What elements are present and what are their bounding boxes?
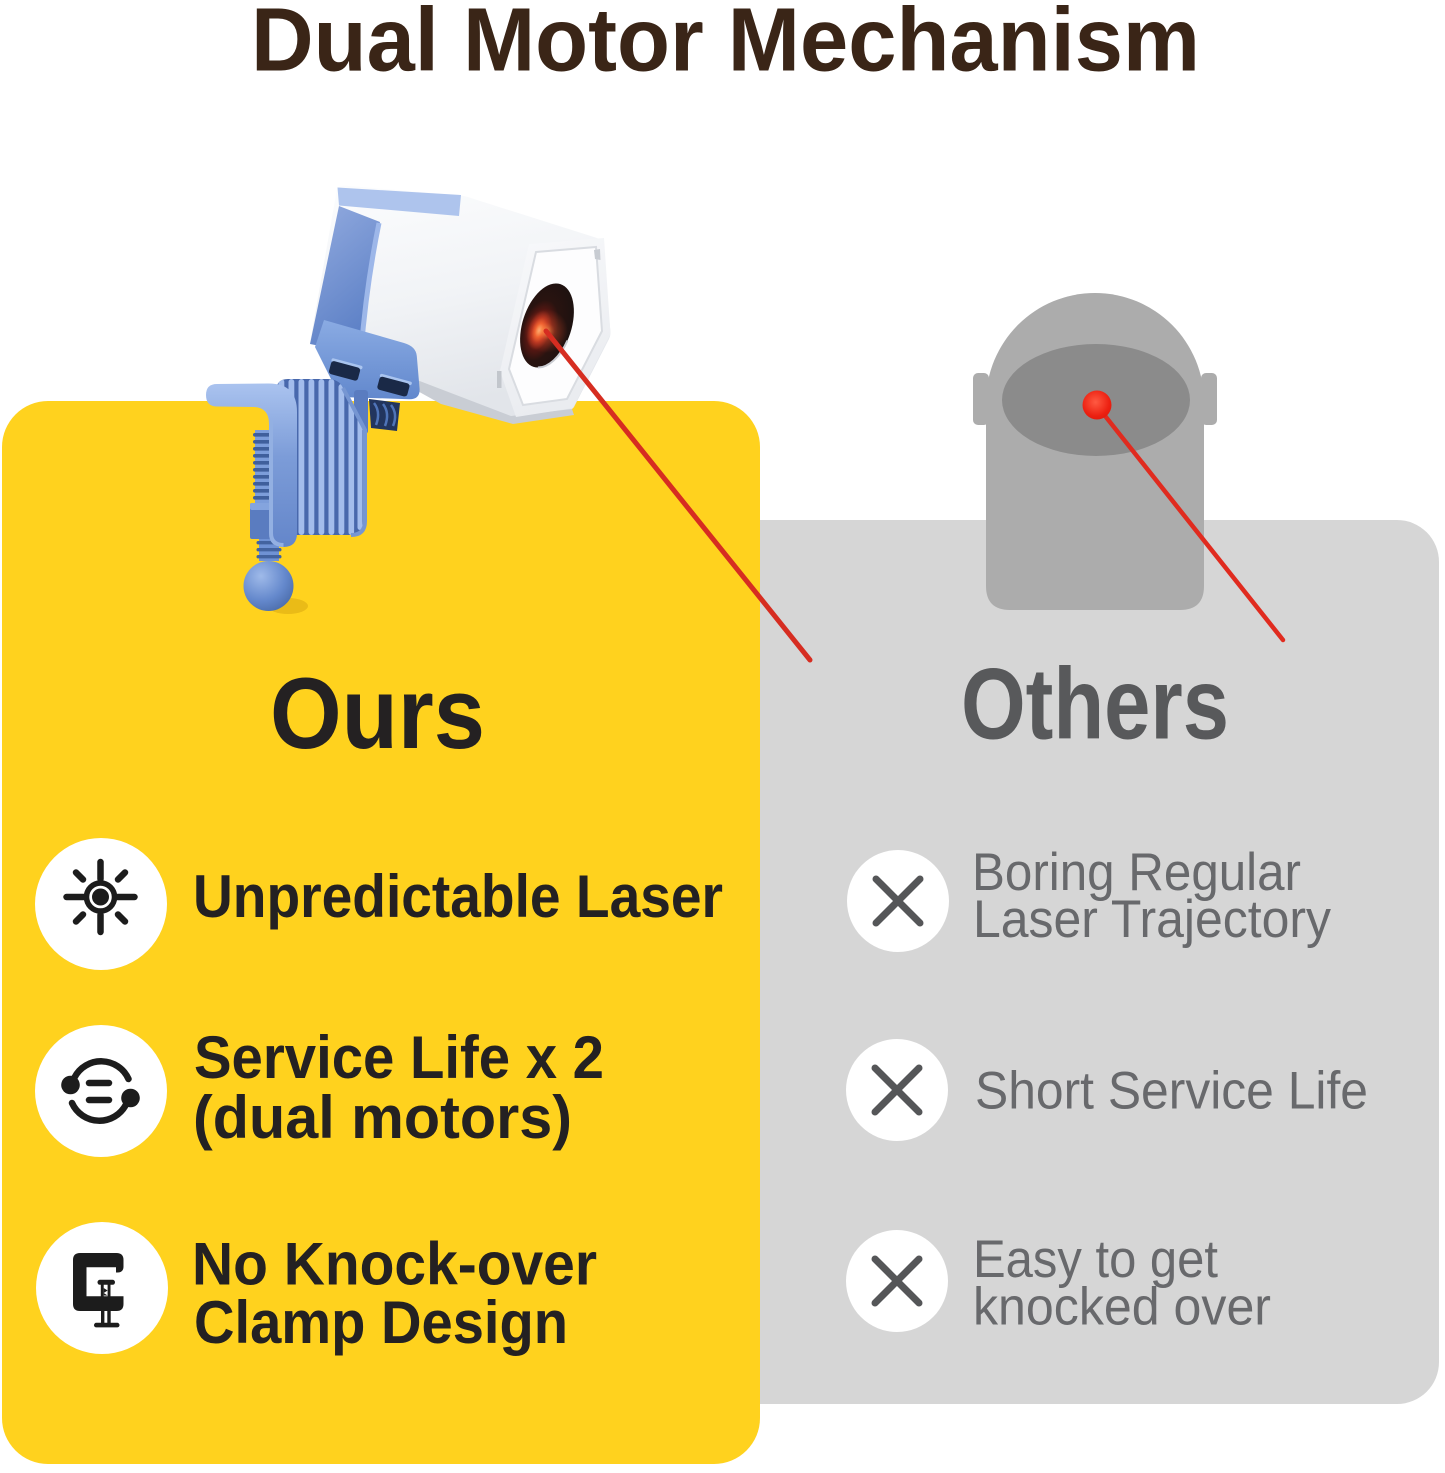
svg-text:Short Service Life: Short Service Life: [975, 1062, 1368, 1121]
svg-text:No Knock-over: No Knock-over: [192, 1231, 597, 1298]
svg-text:Clamp Design: Clamp Design: [194, 1289, 568, 1356]
svg-text:Easy to get: Easy to get: [973, 1230, 1218, 1289]
svg-text:Others: Others: [961, 649, 1229, 761]
svg-text:Unpredictable Laser: Unpredictable Laser: [193, 863, 723, 930]
svg-text:Ours: Ours: [270, 658, 485, 770]
svg-text:Service Life x 2: Service Life x 2: [194, 1024, 604, 1091]
svg-text:Boring Regular: Boring Regular: [972, 843, 1301, 902]
svg-text:Laser Trajectory: Laser Trajectory: [973, 890, 1331, 949]
svg-text:Dual Motor Mechanism: Dual Motor Mechanism: [251, 0, 1200, 91]
svg-text:(dual motors): (dual motors): [193, 1084, 572, 1151]
svg-text:knocked over: knocked over: [973, 1278, 1271, 1337]
